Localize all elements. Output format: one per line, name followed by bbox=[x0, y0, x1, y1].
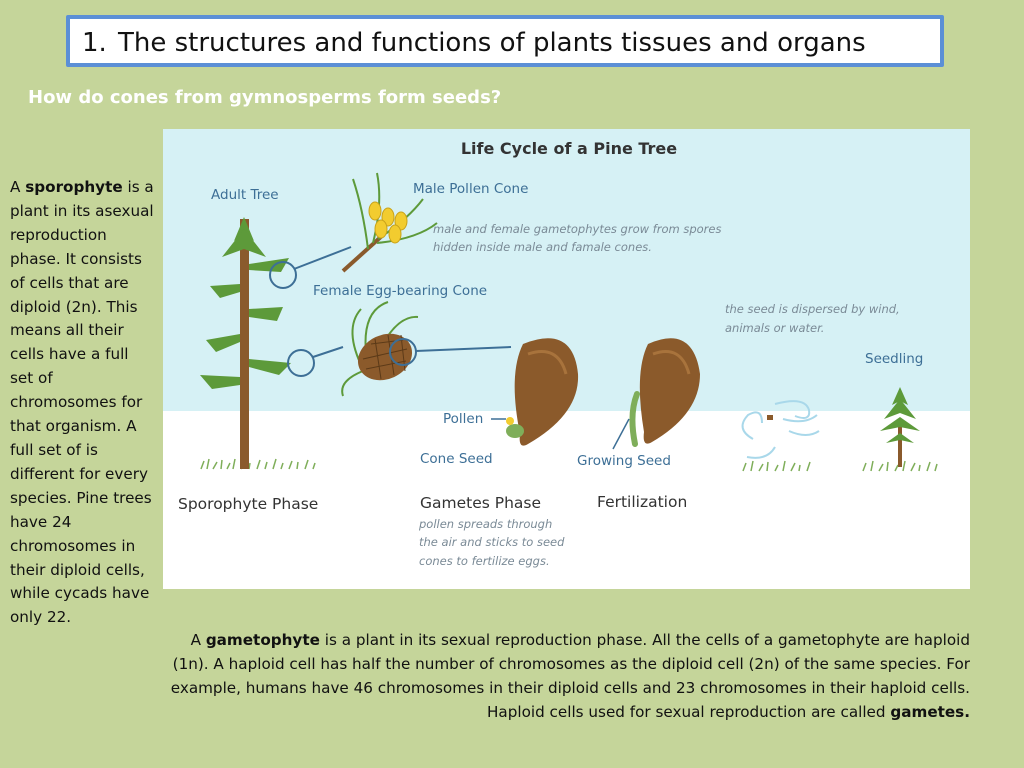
label-cone-seed: Cone Seed bbox=[420, 451, 493, 467]
gametophyte-term: gametophyte bbox=[205, 631, 320, 649]
grass-strips bbox=[200, 458, 938, 472]
sporophyte-term: sporophyte bbox=[25, 178, 123, 196]
slide-title-box: 1. The structures and functions of plant… bbox=[66, 15, 944, 67]
label-seedling: Seedling bbox=[865, 351, 923, 367]
diagram-ground bbox=[163, 411, 970, 589]
male-pollen-cone-illustration bbox=[341, 172, 438, 273]
label-female-egg-cone: Female Egg-bearing Cone bbox=[313, 283, 487, 299]
seedling-illustration bbox=[880, 387, 920, 467]
gametophyte-paragraph: A gametophyte is a plant in its sexual r… bbox=[162, 629, 970, 725]
pine-life-cycle-diagram: Life Cycle of a Pine Tree Adult Tree Mal… bbox=[163, 129, 970, 589]
note-pollen-1: pollen spreads through bbox=[418, 517, 552, 531]
label-growing-seed: Growing Seed bbox=[577, 453, 671, 469]
sporophyte-paragraph: A sporophyte is a plant in its asexual r… bbox=[10, 176, 156, 630]
label-gametes-phase: Gametes Phase bbox=[420, 494, 541, 512]
gametes-term: gametes. bbox=[890, 702, 970, 721]
gametophyte-pre: A bbox=[190, 631, 206, 649]
growing-seed-illustration bbox=[612, 338, 700, 450]
gametophyte-body: is a plant in its sexual reproduction ph… bbox=[170, 631, 970, 721]
label-adult-tree: Adult Tree bbox=[211, 187, 279, 203]
slide-subtitle: How do cones from gymnosperms form seeds… bbox=[28, 87, 502, 108]
slide-title: The structures and functions of plants t… bbox=[118, 28, 866, 58]
sporophyte-body: is a plant in its asexual reproduction p… bbox=[10, 178, 154, 627]
note-pollen-2: the air and sticks to seed bbox=[419, 535, 565, 549]
tree-callout-circles bbox=[269, 246, 352, 377]
note-gametophytes-2: hidden inside male and famale cones. bbox=[433, 240, 652, 254]
sporophyte-pre: A bbox=[10, 178, 26, 196]
note-dispersal-1: the seed is dispersed by wind, bbox=[725, 302, 900, 316]
wind-dispersal-illustration bbox=[741, 400, 820, 459]
label-sporophyte-phase: Sporophyte Phase bbox=[178, 495, 318, 513]
note-pollen-3: cones to fertilize eggs. bbox=[419, 554, 550, 568]
note-gametophytes-1: male and female gametophytes grow from s… bbox=[433, 222, 721, 236]
adult-tree bbox=[200, 217, 352, 469]
diagram-title: Life Cycle of a Pine Tree bbox=[461, 139, 677, 158]
slide-title-number: 1. bbox=[82, 28, 107, 58]
label-male-pollen-cone: Male Pollen Cone bbox=[413, 181, 528, 197]
label-pollen: Pollen bbox=[443, 411, 483, 427]
note-dispersal-2: animals or water. bbox=[725, 321, 824, 335]
cone-seed-illustration bbox=[491, 338, 579, 446]
label-fertilization: Fertilization bbox=[597, 493, 687, 511]
female-egg-cone-illustration bbox=[341, 301, 512, 397]
